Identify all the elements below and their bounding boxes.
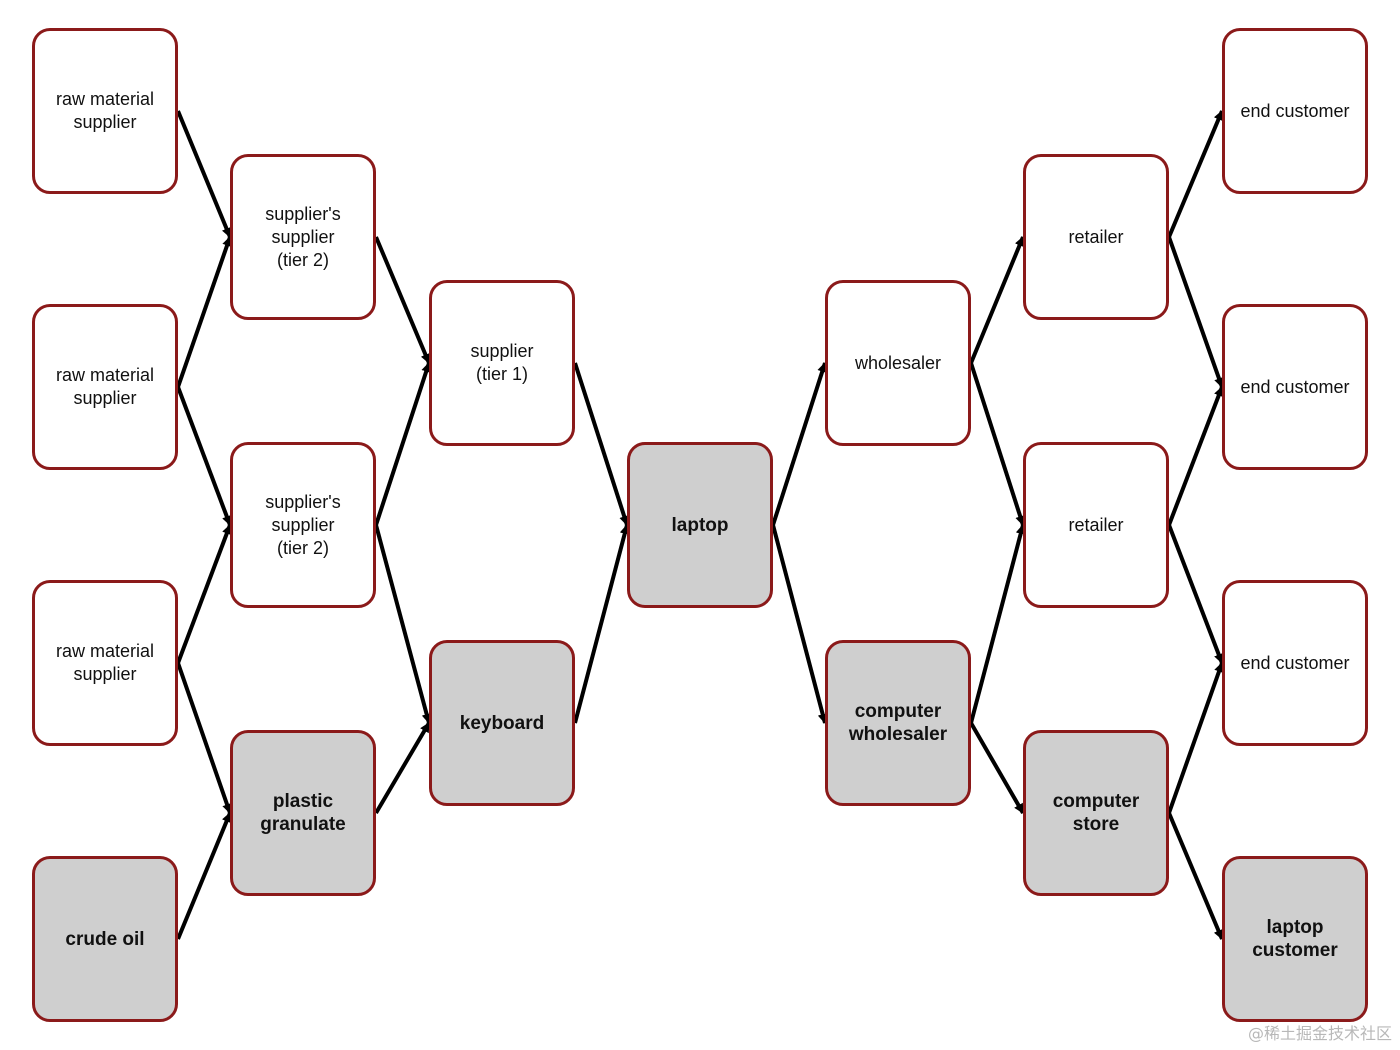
arrow-ret1-to-ec2 bbox=[1167, 236, 1224, 388]
arrow-keyboard-to-laptop bbox=[573, 524, 630, 724]
node-label: laptop customer bbox=[1252, 917, 1338, 961]
node-supplier-tier-1: supplier (tier 1) bbox=[429, 280, 575, 446]
node-end-customer-1: end customer bbox=[1222, 28, 1368, 194]
node-label: computer wholesaler bbox=[848, 701, 948, 745]
arrow-compstore-to-ec3 bbox=[1167, 662, 1224, 814]
arrow-rm3-to-plastic bbox=[176, 662, 232, 814]
arrow-wholesaler-to-ret2 bbox=[969, 362, 1026, 526]
arrow-ret1-to-ec1 bbox=[1167, 110, 1224, 238]
node-label: end customer bbox=[1240, 100, 1350, 121]
node-retailer-2: retailer bbox=[1023, 442, 1169, 608]
arrow-crude-to-plastic bbox=[176, 812, 232, 940]
arrow-laptop-to-wholesaler bbox=[771, 362, 828, 526]
arrow-sup1-to-laptop bbox=[573, 362, 630, 526]
node-retailer-1: retailer bbox=[1023, 154, 1169, 320]
node-label: retailer bbox=[1068, 514, 1124, 535]
arrow-laptop-to-compwhole bbox=[771, 524, 828, 724]
node-label: raw material supplier bbox=[55, 365, 155, 408]
arrow-ss2-to-sup1 bbox=[374, 362, 431, 526]
node-label: laptop bbox=[671, 514, 729, 536]
watermark: @稀土掘金技术社区 bbox=[1247, 1024, 1392, 1043]
node-end-customer-3: end customer bbox=[1222, 580, 1368, 746]
node-label: raw material supplier bbox=[55, 641, 155, 684]
arrow-plastic-to-keyboard bbox=[374, 721, 431, 815]
arrow-rm3-to-ss2 bbox=[176, 524, 232, 664]
node-plastic-granulate: plastic granulate bbox=[230, 730, 376, 896]
node-raw-material-supplier-1: raw material supplier bbox=[32, 28, 178, 194]
arrow-wholesaler-to-ret1 bbox=[969, 236, 1025, 364]
node-end-customer-2: end customer bbox=[1222, 304, 1368, 470]
node-computer-store: computer store bbox=[1023, 730, 1169, 896]
arrow-ss1-to-sup1 bbox=[374, 236, 431, 364]
arrow-rm1-to-ss1 bbox=[176, 110, 232, 238]
node-suppliers-supplier-1: supplier's supplier (tier 2) bbox=[230, 154, 376, 320]
arrow-rm2-to-ss2 bbox=[176, 386, 232, 526]
arrow-ss2-to-keyboard bbox=[374, 524, 432, 724]
node-label: plastic granulate bbox=[260, 791, 346, 835]
node-label: wholesaler bbox=[854, 352, 942, 373]
node-keyboard: keyboard bbox=[429, 640, 575, 806]
arrow-ret2-to-ec3 bbox=[1167, 524, 1224, 664]
node-label: keyboard bbox=[459, 712, 545, 734]
node-label: end customer bbox=[1240, 652, 1350, 673]
node-label: computer store bbox=[1052, 791, 1140, 835]
node-laptop: laptop bbox=[627, 442, 773, 608]
arrow-ret2-to-ec2 bbox=[1167, 386, 1224, 526]
arrow-compwhole-to-compstore bbox=[969, 721, 1025, 815]
arrow-compwhole-to-ret2 bbox=[969, 524, 1026, 724]
node-label: supplier (tier 1) bbox=[470, 341, 534, 384]
arrow-compstore-to-lapcust bbox=[1167, 812, 1224, 940]
node-label: supplier's supplier (tier 2) bbox=[265, 203, 341, 270]
arrow-rm2-to-ss1 bbox=[176, 236, 232, 388]
node-label: raw material supplier bbox=[55, 89, 155, 132]
node-label: crude oil bbox=[65, 928, 145, 950]
node-raw-material-supplier-2: raw material supplier bbox=[32, 304, 178, 470]
node-laptop-customer: laptop customer bbox=[1222, 856, 1368, 1022]
node-suppliers-supplier-2: supplier's supplier (tier 2) bbox=[230, 442, 376, 608]
node-label: retailer bbox=[1068, 226, 1124, 247]
node-wholesaler: wholesaler bbox=[825, 280, 971, 446]
node-raw-material-supplier-3: raw material supplier bbox=[32, 580, 178, 746]
node-label: supplier's supplier (tier 2) bbox=[265, 491, 341, 558]
node-label: end customer bbox=[1240, 376, 1350, 397]
node-crude-oil: crude oil bbox=[32, 856, 178, 1022]
node-computer-wholesaler: computer wholesaler bbox=[825, 640, 971, 806]
